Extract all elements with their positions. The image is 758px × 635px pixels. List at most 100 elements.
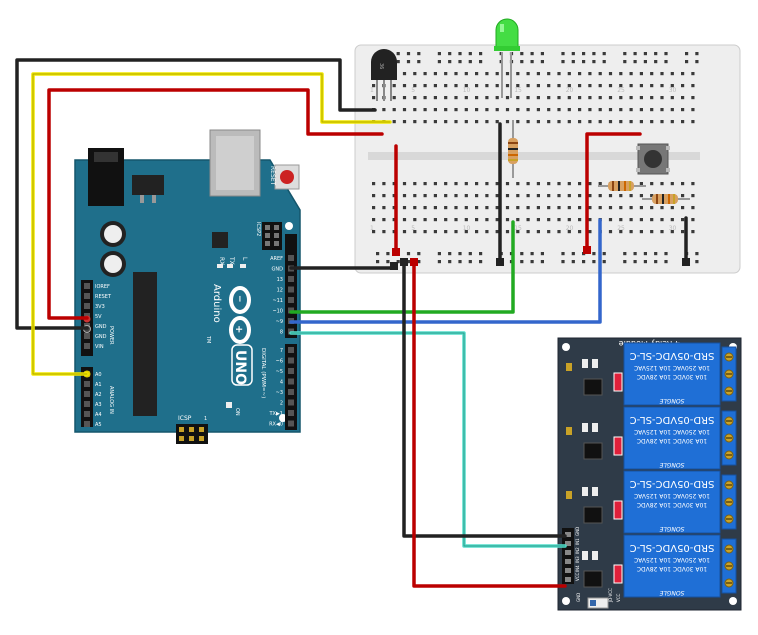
power-label: POWER	[108, 326, 114, 345]
relay-pin	[565, 541, 571, 546]
column-number: 20	[566, 87, 574, 94]
arduino-logo: − +	[229, 286, 251, 344]
optocoupler	[583, 506, 603, 524]
relay-led	[613, 372, 623, 392]
optocoupler	[583, 378, 603, 396]
optocoupler	[583, 442, 603, 460]
digital-label: DIGITAL (PWM=~)	[260, 348, 266, 398]
wire-cyan-d8-relay	[289, 331, 567, 548]
pin-label: 4	[280, 380, 283, 386]
mounting-hole	[285, 222, 293, 230]
relay-pin-label: GND	[575, 527, 580, 536]
led-green	[494, 18, 520, 98]
gnd-label: GND	[576, 593, 581, 602]
pin-label: RESET	[95, 294, 112, 300]
pin-label: RX◀0	[269, 422, 283, 428]
header-pin	[288, 297, 294, 303]
pin-label: GND	[95, 324, 107, 330]
icsp2-header	[262, 222, 282, 250]
pin-label: VIN	[95, 344, 104, 350]
tx-label: TX	[228, 256, 235, 265]
icsp-label: ICSP	[178, 415, 192, 422]
relay-pin-label: IN4	[575, 565, 580, 572]
header-pin	[84, 343, 90, 349]
on-label: ON	[234, 408, 240, 416]
wire-green-d10	[289, 220, 515, 314]
relay-pin-label: IN3	[575, 556, 580, 563]
relay-pin	[565, 532, 571, 537]
header-pin	[288, 286, 294, 293]
relay-pin	[565, 577, 571, 582]
temperature-sensor: 36	[371, 49, 397, 101]
relay-spec: 10A 250VAC 10A 125VAC	[634, 364, 710, 371]
pin-label: 8	[280, 330, 283, 336]
header-pin	[84, 391, 90, 397]
relay-spec: 10A 30VDC 10A 28VDC	[637, 501, 707, 508]
header-pin	[84, 381, 90, 387]
pin-label: ~9	[276, 319, 283, 325]
icsp-header	[176, 424, 208, 444]
header-pin	[288, 399, 294, 406]
pin-label: ~10	[272, 309, 283, 315]
jd-vcc-label: JD-VCC	[608, 588, 613, 603]
relay-body	[623, 470, 721, 534]
relay-body	[623, 534, 721, 598]
header-pin	[84, 283, 90, 289]
relay-pin-label: VCC	[575, 572, 580, 581]
pin-label: ~11	[272, 298, 283, 304]
relay-channel: SRD-05VDC-SL-C 10A 250VAC 10A 125VAC 10A 3…	[566, 342, 737, 406]
header-pin	[288, 420, 294, 427]
header-pin	[84, 401, 90, 407]
wire-red-relay-vcc	[412, 260, 567, 588]
wire-yellow-outline	[32, 73, 391, 375]
wire-red-5v-sensor	[47, 88, 384, 320]
header-pin	[288, 276, 294, 282]
pushbutton[interactable]	[636, 143, 670, 175]
pin-label: GND	[95, 334, 107, 340]
relay-spec: 10A 250VAC 10A 125VAC	[634, 492, 710, 499]
relay-spec: 10A 30VDC 10A 28VDC	[637, 373, 707, 380]
relay-brand: SONGLE	[659, 461, 684, 468]
pin-label: 7	[280, 348, 283, 354]
relay-channels: SRD-05VDC-SL-C 10A 250VAC 10A 125VAC 10A 3…	[566, 342, 737, 598]
wire-black-gnd-sensor	[15, 58, 377, 330]
wire-black-relay-gnd	[402, 260, 567, 538]
trademark: TM	[205, 335, 211, 343]
reset-button[interactable]	[274, 164, 300, 190]
pin-label: A4	[95, 412, 102, 418]
relay-brand: SONGLE	[659, 397, 684, 404]
pin-label: ~6	[276, 359, 283, 365]
header-pin	[288, 410, 294, 416]
relay-model: SRD-05VDC-SL-C	[630, 350, 715, 361]
header-pin	[84, 421, 90, 427]
pin-label: 12	[277, 288, 283, 294]
column-number: 5	[411, 225, 415, 232]
header-pin	[288, 378, 294, 385]
relay-led	[613, 564, 623, 584]
wire-blue-d9	[289, 218, 602, 324]
sensor-label: 36	[378, 63, 384, 69]
relay-led	[613, 500, 623, 520]
resistor	[642, 194, 690, 204]
wire-red-button	[585, 132, 642, 252]
header-pin	[288, 368, 294, 374]
relay-model: SRD-05VDC-SL-C	[630, 414, 715, 425]
relay-led	[613, 436, 623, 456]
arduino-uno: RESET ICSP2 RX TX L − + Arduino TM UNO D…	[74, 129, 301, 444]
relay-pin-label: IN1	[575, 538, 580, 545]
uno-label: UNO	[232, 350, 248, 385]
relay-pin-label: IN2	[575, 547, 580, 554]
column-number: 15	[514, 225, 522, 232]
rx-label: RX	[218, 257, 225, 265]
pin-label: IOREF	[95, 284, 110, 290]
column-number: 5	[411, 87, 415, 94]
relay-pin	[565, 568, 571, 573]
